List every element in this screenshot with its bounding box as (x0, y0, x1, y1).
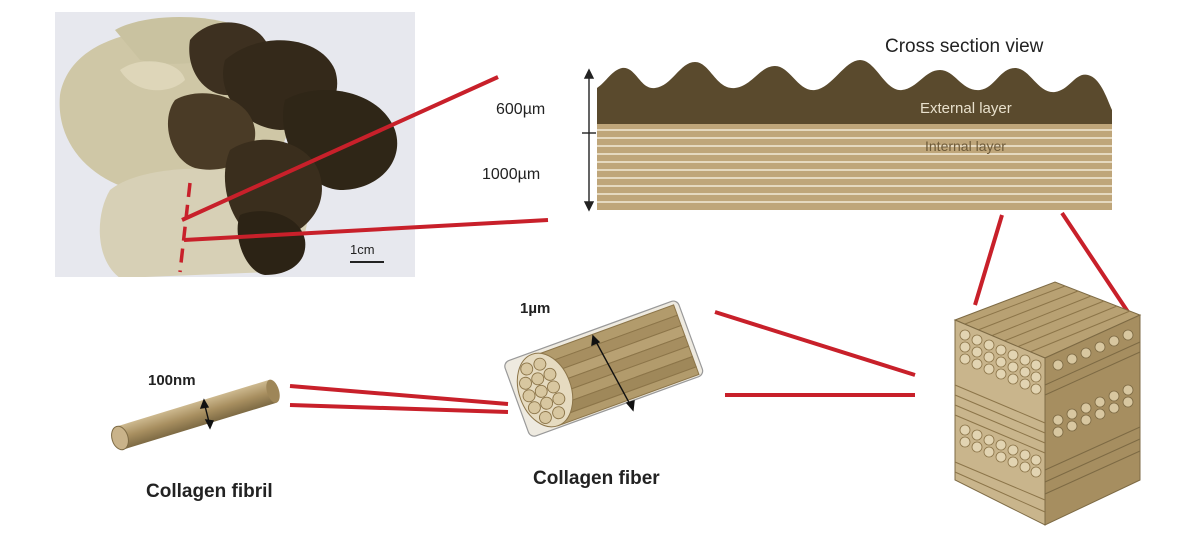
collagen-fiber: 1µm Collagen fiber (504, 300, 704, 489)
block-right-rod-ends (1052, 329, 1134, 438)
connector-fibril-top (289, 384, 509, 406)
external-layer-band (597, 60, 1112, 124)
block-lower-rod-ends (959, 424, 1042, 478)
internal-layer-label: Internal layer (925, 138, 1006, 154)
cross-section: Cross section view External layer Intern… (482, 36, 1112, 212)
external-thickness-label: 600µm (496, 101, 545, 118)
internal-thickness-label: 1000µm (482, 166, 540, 183)
scale-label: 1cm (350, 242, 375, 257)
cut-marker-dashed (178, 182, 192, 273)
highlight (120, 61, 185, 91)
collagen-fibril: 100nm Collagen fibril (111, 372, 280, 502)
fiber-size-label: 1µm (520, 300, 550, 317)
cross-section-title: Cross section view (885, 36, 1044, 57)
sample-photo: 1cm (55, 12, 415, 277)
connector-photo-bottom (183, 218, 549, 242)
dark-tissue-6 (237, 211, 306, 275)
block-middle-rods (954, 384, 1046, 454)
fiber-name-label: Collagen fiber (533, 468, 660, 489)
connector-lines (181, 75, 1132, 414)
block-bottom-rods (954, 461, 1046, 513)
external-layer-label: External layer (920, 100, 1012, 117)
block-top-rods (964, 285, 1131, 353)
fiber-block (953, 281, 1142, 526)
connector-fibril-bottom (289, 403, 509, 414)
fiber-diameter-arrow (591, 334, 635, 412)
internal-layer-stripes (597, 129, 1112, 203)
block-front-rod-ends (959, 329, 1042, 395)
connector-photo-top (181, 75, 499, 222)
fibril-diameter-arrow (199, 398, 215, 430)
connector-section-left (973, 214, 1004, 306)
connector-section-right (1060, 211, 1132, 317)
internal-layer-band (597, 122, 1112, 210)
block-right-face (1044, 314, 1141, 526)
connector-fiber-top (714, 310, 916, 377)
fibril-size-label: 100nm (148, 372, 196, 389)
block-right-rods (1044, 341, 1141, 495)
dimension-arrows (582, 68, 596, 212)
fibril-name-label: Collagen fibril (146, 481, 273, 502)
